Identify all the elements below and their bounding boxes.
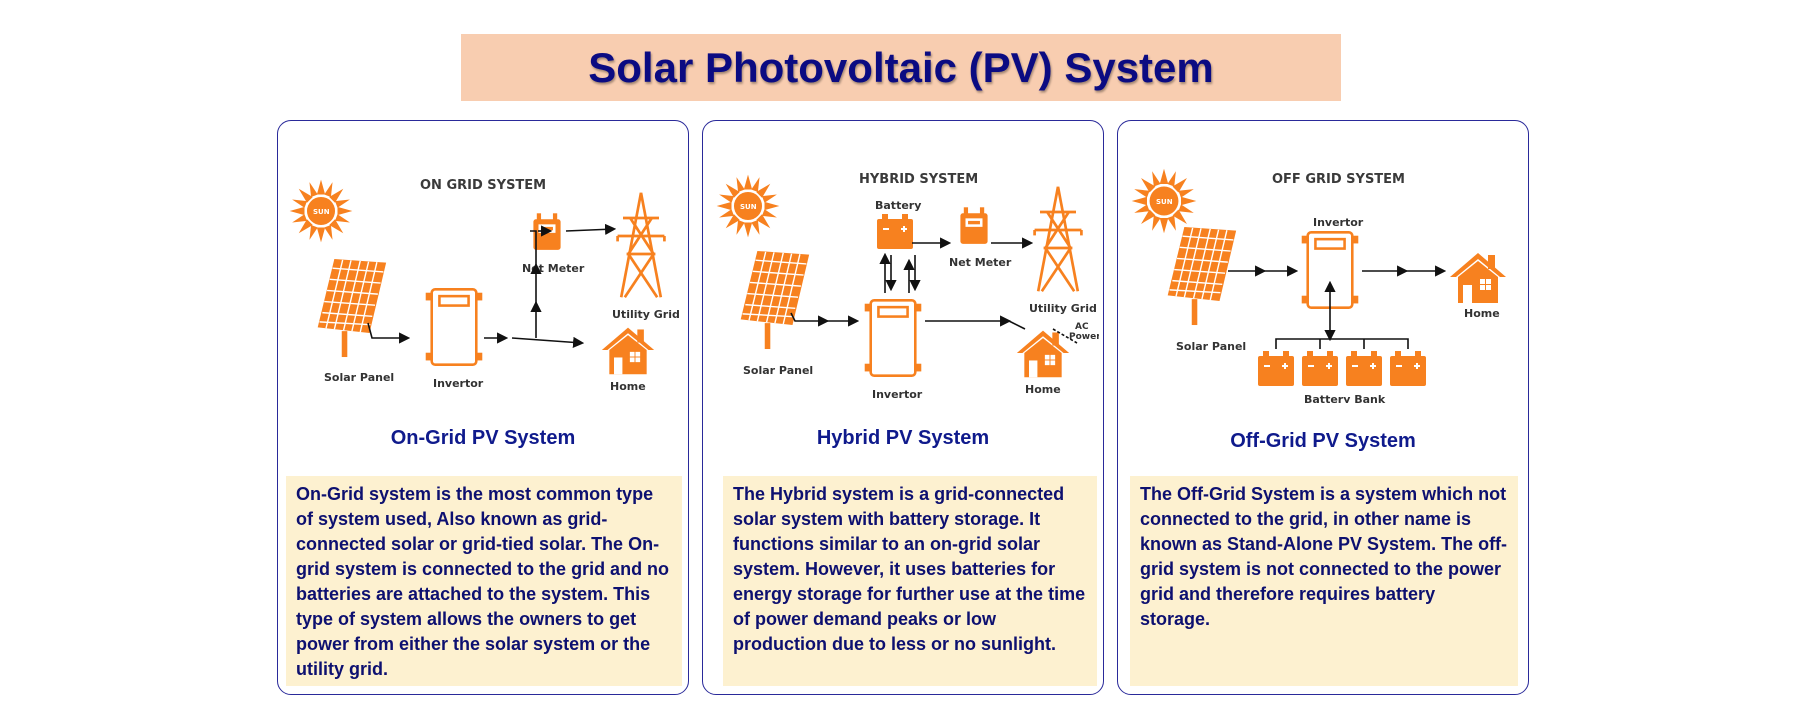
sun-icon: SUN (716, 174, 780, 238)
hybrid-diagram: HYBRID SYSTEM SUN Battery Solar Panel In… (709, 143, 1099, 403)
panel-title: Hybrid PV System (816, 427, 990, 449)
invertor-icon (424, 287, 484, 367)
diagram-header: HYBRID SYSTEM (859, 172, 978, 187)
svg-text:SUN: SUN (1156, 198, 1173, 206)
home-icon (1016, 330, 1070, 378)
utility-grid-label: Utility Grid (612, 308, 680, 321)
solar-panel-icon (1166, 226, 1237, 326)
invertor-icon (863, 298, 923, 378)
panel-description: On-Grid system is the most common type o… (286, 476, 682, 686)
flow-lines (367, 223, 617, 348)
flow-lines (790, 237, 1078, 344)
ac-power-label-2: Power (1069, 332, 1099, 342)
home-icon (601, 327, 655, 375)
battery-label: Battery (875, 199, 921, 212)
sun-icon: SUN (289, 179, 353, 243)
on-grid-diagram: ON GRID SYSTEM SUN Solar Panel Invertor … (284, 143, 684, 403)
utility-tower-icon (1033, 185, 1083, 293)
home-label: Home (1464, 307, 1500, 320)
net-meter-label: Net Meter (949, 256, 1012, 269)
utility-grid-label: Utility Grid (1029, 302, 1097, 315)
solar-panel-label: Solar Panel (743, 364, 813, 377)
invertor-label: Invertor (433, 377, 484, 390)
hybrid-panel: HYBRID SYSTEM SUN Battery Solar Panel In… (702, 120, 1104, 695)
panel-description: The Hybrid system is a grid-connected so… (723, 476, 1097, 686)
off-grid-panel: OFF GRID SYSTEM SUN Solar Panel Invertor… (1117, 120, 1529, 695)
utility-tower-icon (616, 191, 666, 299)
flow-lines (1228, 265, 1447, 349)
net-meter-icon (960, 207, 988, 244)
home-icon (1450, 253, 1506, 303)
solar-panel-label: Solar Panel (1176, 340, 1246, 353)
battery-icon (876, 213, 914, 250)
panel-title: On-Grid PV System (390, 427, 576, 449)
sun-icon: SUN (1131, 168, 1197, 234)
svg-text:SUN: SUN (740, 203, 757, 211)
on-grid-panel: ON GRID SYSTEM SUN Solar Panel Invertor … (277, 120, 689, 695)
home-label: Home (610, 380, 646, 393)
off-grid-diagram: OFF GRID SYSTEM SUN Solar Panel Invertor… (1124, 143, 1524, 403)
invertor-label: Invertor (1313, 216, 1364, 229)
net-meter-label: Net Meter (522, 262, 585, 275)
panel-description: The Off-Grid System is a system which no… (1130, 476, 1518, 686)
battery-icon-1 (1256, 349, 1296, 388)
home-label: Home (1025, 383, 1061, 396)
diagram-header: OFF GRID SYSTEM (1272, 172, 1405, 187)
solar-panel-icon (316, 258, 387, 358)
ac-power-label-1: AC (1075, 322, 1089, 332)
solar-panel-icon (739, 250, 810, 350)
battery-icon-3 (1344, 349, 1384, 388)
title-banner: Solar Photovoltaic (PV) System (461, 34, 1341, 101)
battery-icon-4 (1388, 349, 1428, 388)
panel-title: Off-Grid PV System (1230, 430, 1416, 452)
solar-panel-label: Solar Panel (324, 371, 394, 384)
svg-text:SUN: SUN (313, 208, 330, 216)
battery-icon-2 (1300, 349, 1340, 388)
diagram-header: ON GRID SYSTEM (420, 178, 546, 193)
invertor-label: Invertor (872, 388, 923, 401)
battery-bank-label: Battery Bank (1304, 393, 1386, 403)
page-title: Solar Photovoltaic (PV) System (588, 43, 1214, 91)
